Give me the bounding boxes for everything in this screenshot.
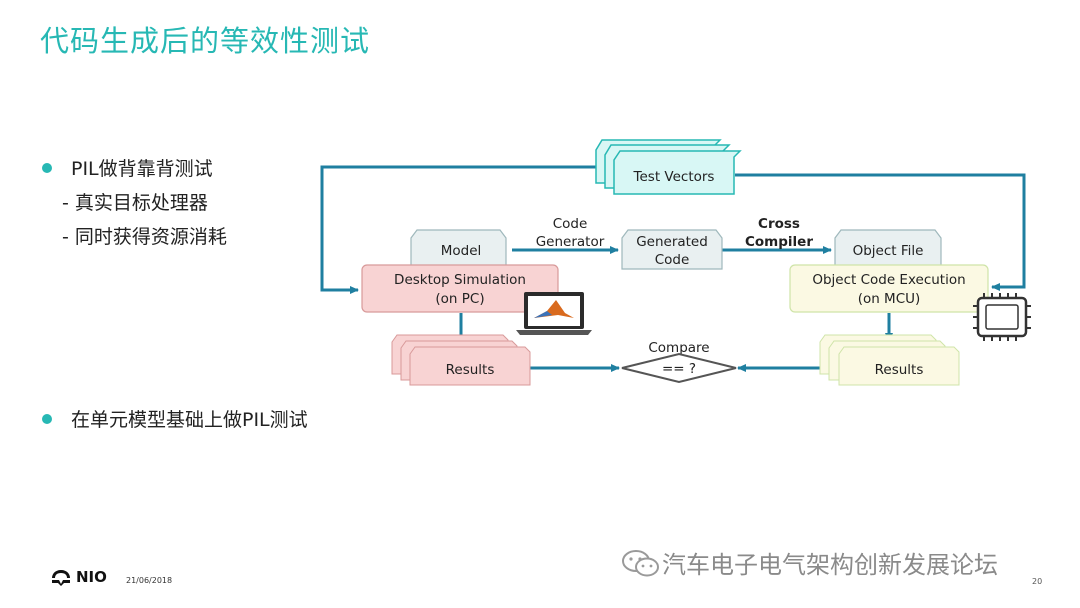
chip-icon — [973, 293, 1031, 341]
object-exec-line2: (on MCU) — [858, 291, 921, 307]
object-file-node: Object File — [834, 229, 942, 267]
page-number: 20 — [1032, 577, 1043, 586]
object-file-label: Object File — [853, 243, 924, 259]
watermark: 汽车电子电气架构创新发展论坛 — [620, 545, 998, 580]
object-code-execution-node: Object Code Execution (on MCU) — [789, 264, 989, 313]
wechat-icon — [622, 549, 659, 576]
generated-code-line2: Code — [655, 252, 690, 268]
object-exec-line1: Object Code Execution — [812, 272, 965, 288]
cross-compiler-label-line1: Cross — [758, 216, 800, 232]
model-node: Model — [410, 229, 507, 267]
desktop-sim-line2: (on PC) — [435, 291, 484, 307]
watermark-text: 汽车电子电气架构创新发展论坛 — [662, 551, 998, 579]
desktop-simulation-node: Desktop Simulation (on PC) — [361, 264, 559, 313]
sub-bullet-text: - 同时获得资源消耗 — [62, 226, 227, 248]
code-generator-label-line1: Code — [553, 216, 588, 232]
bullet-dot — [42, 162, 52, 173]
footer-date: 21/06/2018 — [126, 576, 173, 585]
desktop-sim-line1: Desktop Simulation — [394, 272, 526, 288]
sub-bullet-text: - 真实目标处理器 — [62, 192, 208, 214]
bullet-text: PIL做背靠背测试 — [71, 158, 213, 180]
code-generator-label-line2: Generator — [536, 234, 605, 250]
laptop-matlab-icon — [516, 292, 592, 335]
results-left-label: Results — [446, 362, 495, 378]
slide-title: 代码生成后的等效性测试 — [40, 24, 371, 58]
arrow-testvectors-to-desktop — [320, 165, 596, 294]
results-left-stack: Results — [391, 334, 531, 386]
compare-node: Compare == ? — [621, 340, 737, 384]
nio-logo-text: NIO — [76, 568, 107, 586]
bullet-item: PIL做背靠背测试 — [42, 154, 213, 181]
results-right-label: Results — [875, 362, 924, 378]
model-label: Model — [441, 243, 482, 259]
test-vectors-stack: Test Vectors — [595, 139, 742, 195]
generated-code-line1: Generated — [636, 234, 708, 250]
bullet-dot — [42, 413, 52, 424]
generated-code-node: Generated Code — [621, 229, 723, 270]
nio-logo-icon — [52, 570, 70, 586]
compare-symbol: == ? — [662, 361, 696, 377]
cross-compiler-label-line2: Compiler — [745, 234, 813, 250]
compare-label: Compare — [648, 340, 709, 356]
nio-logo: NIO — [50, 568, 107, 586]
test-vectors-label: Test Vectors — [633, 169, 715, 185]
results-right-stack: Results — [819, 334, 960, 386]
bullet-item: 在单元模型基础上做PIL测试 — [42, 405, 308, 432]
bullet-text: 在单元模型基础上做PIL测试 — [71, 409, 308, 431]
arrow-testvectors-to-mcu — [735, 173, 1026, 291]
